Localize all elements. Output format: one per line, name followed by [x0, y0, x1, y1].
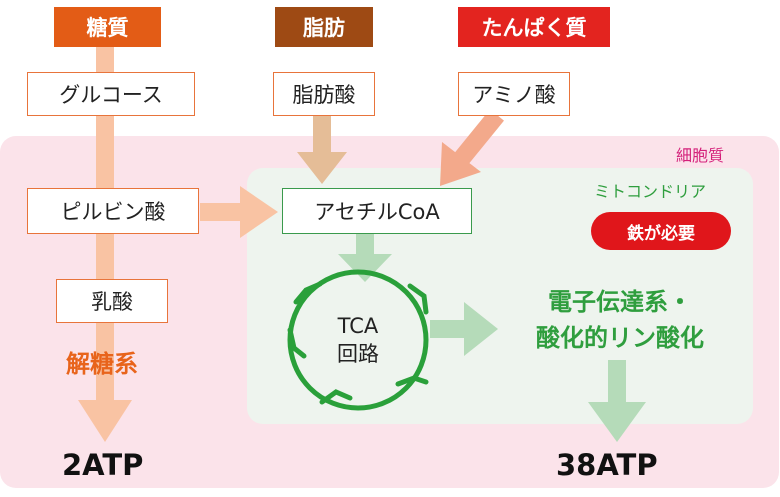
amino-acid-arrow [440, 109, 504, 186]
etc-label-line2: 酸化的リン酸化 [536, 324, 704, 352]
tca-cycle-label: TCA 回路 [318, 312, 398, 368]
cytoplasm-label: 細胞質 [676, 146, 725, 165]
protein-header: たんぱく質 [458, 7, 610, 47]
tca-to-etc-arrow [430, 302, 498, 356]
iron-needed-text: 鉄が必要 [627, 223, 695, 244]
pyruvate-box: ピルビン酸 [27, 188, 199, 234]
tca-label-line1: TCA [337, 314, 379, 338]
pyruvate-arrow [200, 186, 278, 238]
iron-needed-badge: 鉄が必要 [591, 212, 731, 250]
etc-to-atp-arrow [588, 360, 646, 442]
etc-label-line1: 電子伝達系・ [548, 288, 692, 316]
acetyl-coa-arrow [338, 234, 392, 282]
fatty-acid-arrow [297, 114, 347, 184]
protein-header-text: たんぱく質 [481, 16, 587, 40]
acetyl-coa-box: アセチルCoA [282, 188, 472, 234]
tca-label-line2: 回路 [337, 342, 379, 366]
glucose-box: グルコース [27, 72, 195, 116]
mitochondria-label: ミトコンドリア [594, 182, 707, 201]
fatty-acid-box: 脂肪酸 [273, 72, 375, 116]
fat-header: 脂肪 [275, 7, 373, 47]
carb-header: 糖質 [54, 7, 161, 47]
glycolysis-label: 解糖系 [66, 350, 138, 378]
amino-acid-box: アミノ酸 [458, 72, 570, 116]
lactate-box: 乳酸 [56, 279, 168, 323]
atp-left: 2ATP [62, 448, 144, 482]
etc-label: 電子伝達系・ 酸化的リン酸化 [500, 284, 740, 356]
atp-right: 38ATP [556, 448, 658, 482]
tca-cycle-ring [287, 269, 429, 411]
fat-header-text: 脂肪 [303, 16, 345, 40]
carb-header-text: 糖質 [86, 16, 129, 40]
